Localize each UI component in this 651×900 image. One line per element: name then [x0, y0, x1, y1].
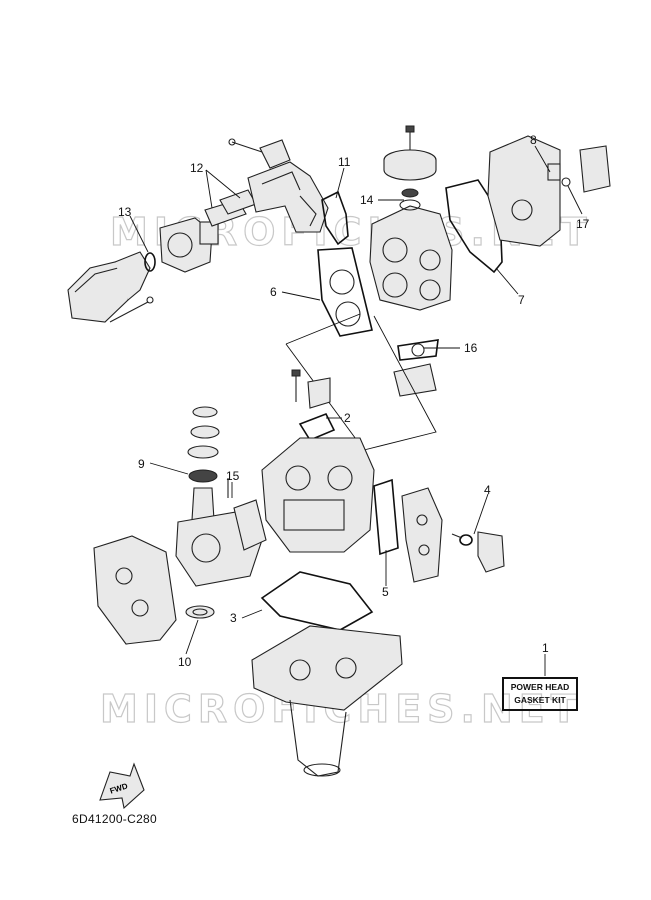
callout-6: 6: [270, 285, 277, 299]
thermostat-part: [393, 339, 439, 397]
callout-5: 5: [382, 585, 389, 599]
crankcase-part: [261, 437, 375, 553]
callout-7: 7: [518, 293, 525, 307]
callout-8: 8: [530, 133, 537, 147]
callout-1: 1: [542, 641, 549, 655]
kit-label-line1: POWER HEAD: [510, 682, 570, 692]
kit-label-line2: GASKET KIT: [514, 695, 566, 705]
intake-silencer-part: [67, 251, 156, 323]
gasket-kit-label: POWER HEAD GASKET KIT: [502, 677, 578, 711]
leader-lines: [129, 145, 583, 676]
callout-17: 17: [576, 217, 590, 231]
pulley-gear-part: [383, 125, 437, 211]
carburetor-part: [159, 189, 257, 273]
crankcase-cover-part: [93, 535, 177, 645]
callout-15: 15: [226, 469, 240, 483]
callout-9: 9: [138, 457, 145, 471]
callout-13: 13: [118, 205, 132, 219]
callout-4: 4: [484, 483, 491, 497]
assembly-line-1: [285, 313, 361, 345]
crankshaft-part: [175, 406, 267, 587]
callout-12: 12: [190, 161, 204, 175]
base-gasket-part: [260, 571, 374, 631]
callout-16: 16: [464, 341, 478, 355]
assembly-line-3: [363, 315, 437, 451]
callout-10: 10: [178, 655, 192, 669]
head-gasket-part: [317, 247, 373, 337]
callout-14: 14: [360, 193, 374, 207]
callout-2: 2: [344, 411, 351, 425]
thermo-switch-part: [451, 531, 505, 573]
head-cover-gasket-part: [445, 179, 503, 274]
exhaust-cover-part: [373, 478, 443, 583]
oil-seal-part: [185, 605, 215, 619]
fwd-arrow-icon: FWD: [99, 762, 145, 810]
head-cover-part: [487, 135, 611, 247]
cylinder-head-part: [369, 205, 453, 311]
small-gasket-part: [291, 369, 336, 441]
exhaust-guide-part: [251, 625, 403, 777]
callout-11: 11: [338, 155, 351, 169]
diagram-code: 6D41200-C280: [72, 812, 157, 826]
intake-manifold-part: [228, 138, 329, 233]
callout-3: 3: [230, 611, 237, 625]
